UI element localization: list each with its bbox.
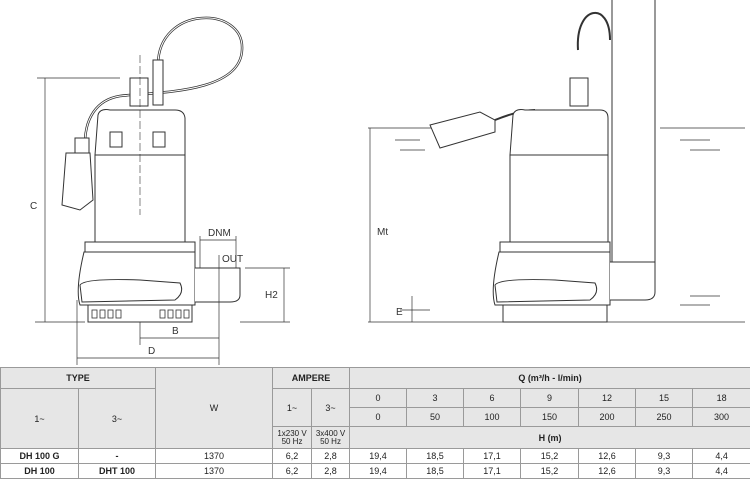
type-1phase: DH 100 xyxy=(0,463,79,479)
type-3phase-header: 3~ xyxy=(77,388,157,449)
head-value: 12,6 xyxy=(578,448,637,464)
label-b: B xyxy=(172,326,179,337)
voltage-1phase: 1x230 V 50 Hz xyxy=(272,426,313,449)
pump-installed-view xyxy=(368,0,745,323)
type-3phase: - xyxy=(77,448,157,464)
q-lmin: 200 xyxy=(578,407,637,427)
ampere-1phase: 6,2 xyxy=(272,448,313,464)
q-lmin: 100 xyxy=(463,407,522,427)
q-m3h: 15 xyxy=(635,388,694,408)
head-value: 19,4 xyxy=(349,463,408,479)
q-header: Q (m³/h - l/min) xyxy=(349,367,750,389)
ampere-1phase-header: 1~ xyxy=(272,388,313,427)
head-value: 15,2 xyxy=(520,463,580,479)
type-1phase: DH 100 G xyxy=(0,448,79,464)
head-value: 17,1 xyxy=(463,448,522,464)
head-value: 9,3 xyxy=(635,463,694,479)
power-w: 1370 xyxy=(155,463,274,479)
head-value: 4,4 xyxy=(692,463,750,479)
q-m3h: 3 xyxy=(406,388,465,408)
type-header: TYPE xyxy=(0,367,157,389)
label-e: E xyxy=(396,307,403,318)
head-value: 17,1 xyxy=(463,463,522,479)
pump-front-view xyxy=(35,16,290,365)
ampere-1phase: 6,2 xyxy=(272,463,313,479)
table-row: DH 100 G - 1370 6,2 2,8 19,4 18,5 17,1 1… xyxy=(0,448,750,464)
q-lmin: 0 xyxy=(349,407,408,427)
head-value: 9,3 xyxy=(635,448,694,464)
ampere-3phase-header: 3~ xyxy=(311,388,351,427)
head-value: 12,6 xyxy=(578,463,637,479)
q-m3h: 6 xyxy=(463,388,522,408)
ampere-3phase: 2,8 xyxy=(311,463,351,479)
label-out: OUT xyxy=(222,254,243,265)
q-m3h: 9 xyxy=(520,388,580,408)
q-lmin: 50 xyxy=(406,407,465,427)
head-value: 18,5 xyxy=(406,448,465,464)
power-w: 1370 xyxy=(155,448,274,464)
q-m3h: 12 xyxy=(578,388,637,408)
label-mt: Mt xyxy=(377,227,388,238)
type-1phase-header: 1~ xyxy=(0,388,79,449)
q-lmin: 300 xyxy=(692,407,750,427)
voltage-3phase: 3x400 V 50 Hz xyxy=(311,426,351,449)
head-value: 4,4 xyxy=(692,448,750,464)
q-lmin: 250 xyxy=(635,407,694,427)
table-row: DH 100 DHT 100 1370 6,2 2,8 19,4 18,5 17… xyxy=(0,463,750,479)
h-header: H (m) xyxy=(349,426,750,449)
w-header: W xyxy=(155,367,274,449)
ampere-header: AMPERE xyxy=(272,367,351,389)
label-h2: H2 xyxy=(265,290,278,301)
ampere-3phase: 2,8 xyxy=(311,448,351,464)
head-value: 18,5 xyxy=(406,463,465,479)
head-value: 19,4 xyxy=(349,448,408,464)
label-c: C xyxy=(30,201,37,212)
type-3phase: DHT 100 xyxy=(77,463,157,479)
label-d: D xyxy=(148,346,155,357)
performance-table: TYPE W AMPERE Q (m³/h - l/min) 1~ 3~ 1~ … xyxy=(0,367,750,479)
head-value: 15,2 xyxy=(520,448,580,464)
q-m3h: 0 xyxy=(349,388,408,408)
pump-dimension-drawings: C DNM OUT H2 B D Mt E xyxy=(30,0,745,365)
label-dnm: DNM xyxy=(208,228,231,239)
q-m3h: 18 xyxy=(692,388,750,408)
q-lmin: 150 xyxy=(520,407,580,427)
